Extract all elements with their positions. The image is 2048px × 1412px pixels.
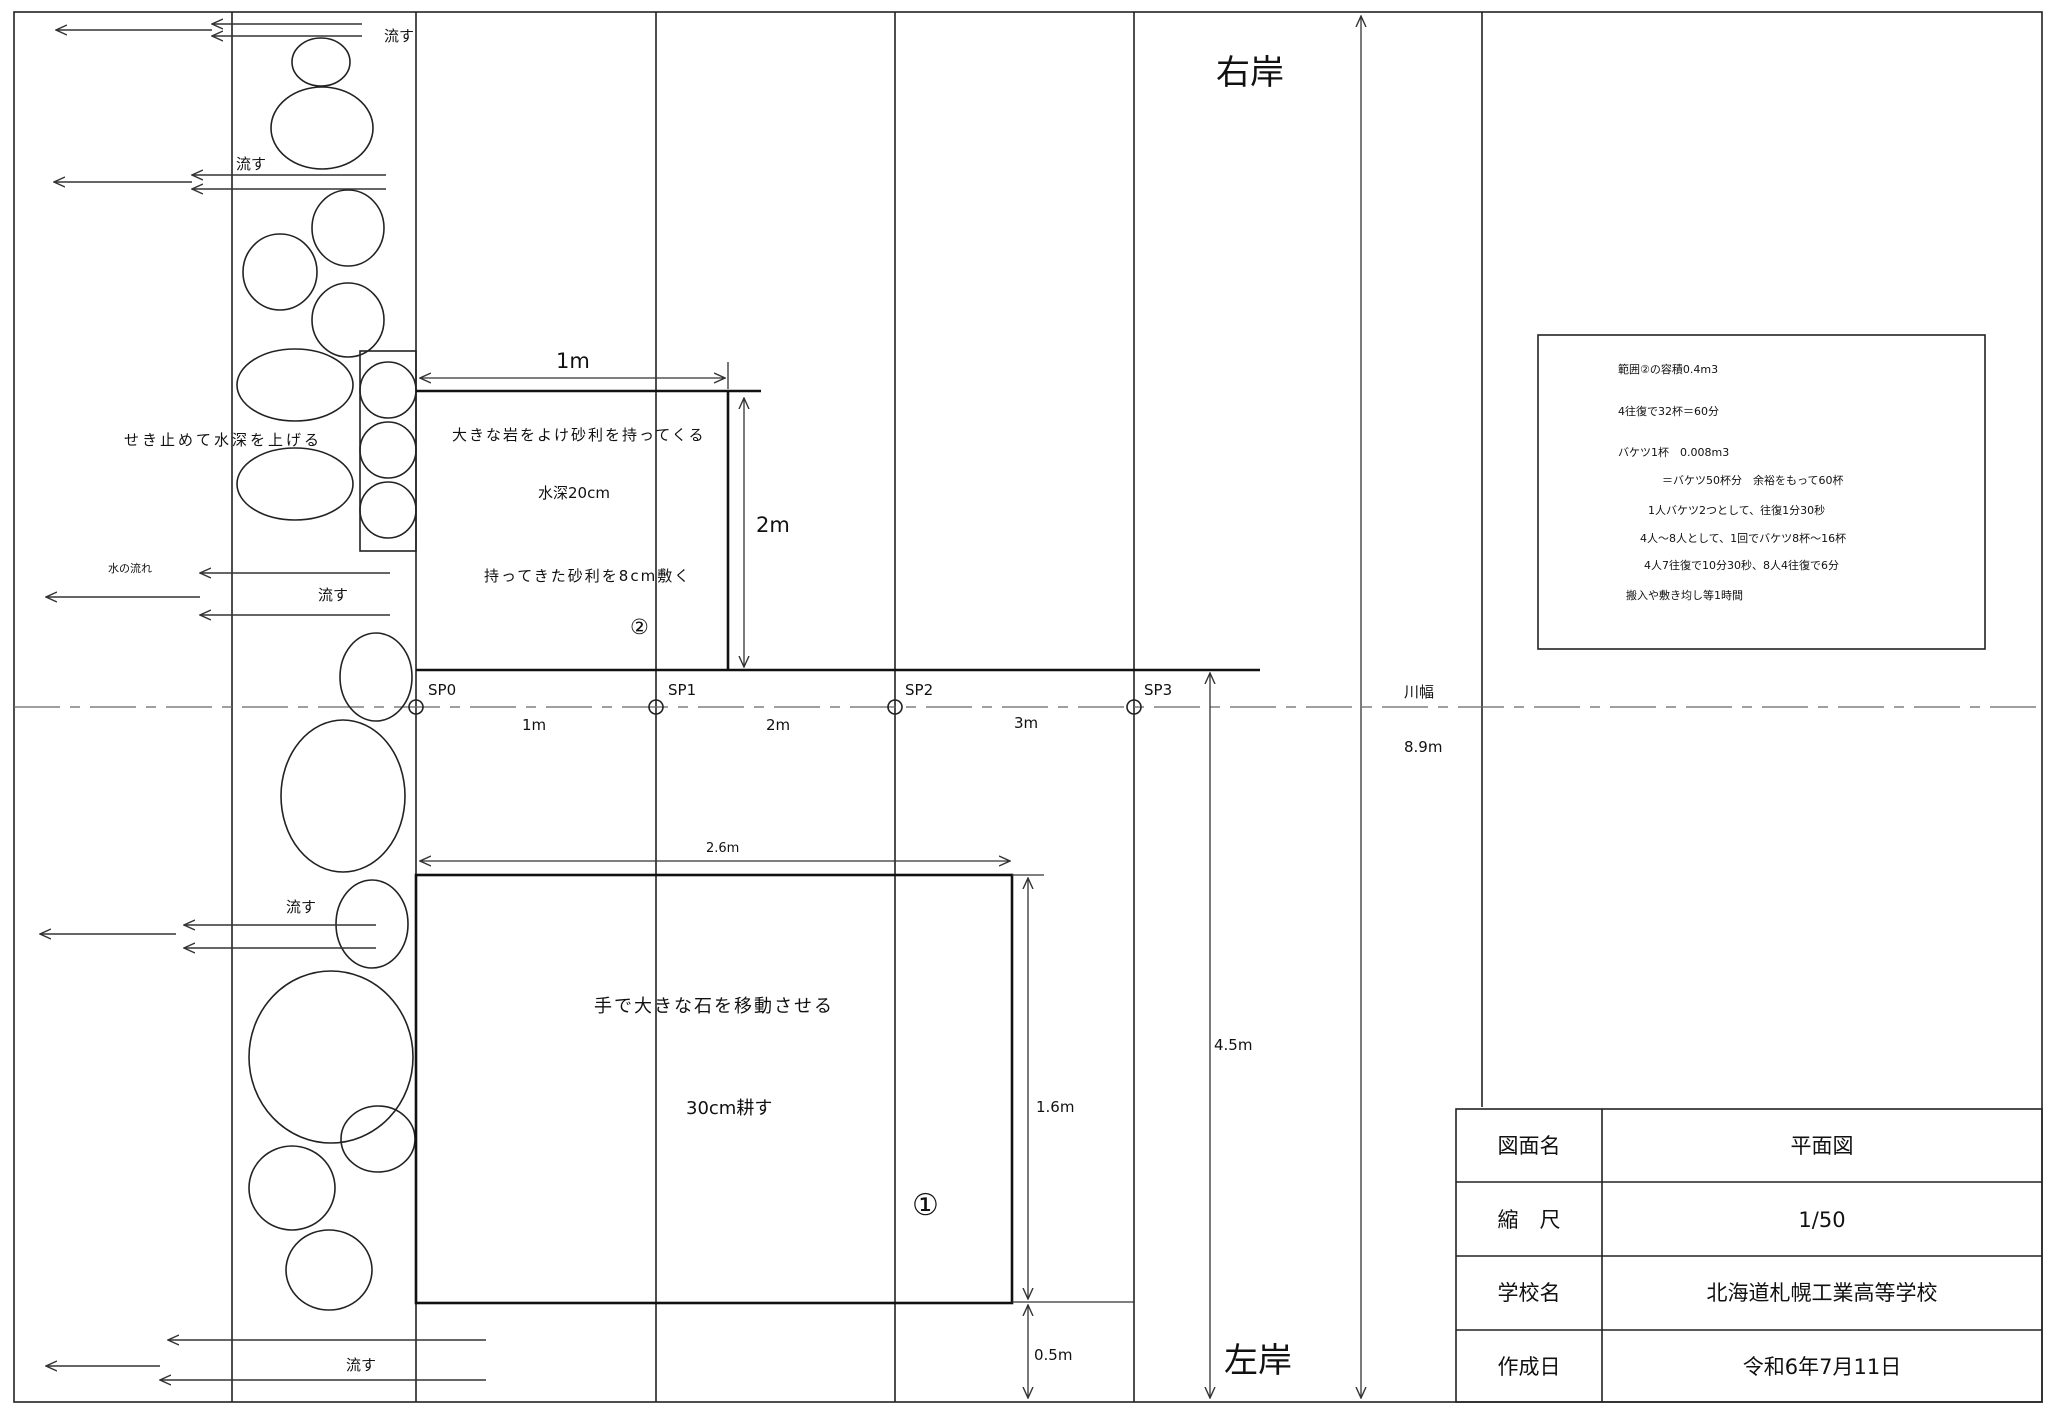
area1-note: 手で大きな石を移動させる	[594, 996, 834, 1017]
title-block-value: 1/50	[1798, 1208, 1845, 1232]
calc-note: 1人バケツ2つとして、往復1分30秒	[1648, 503, 1825, 517]
calc-note: 搬入や敷き均し等1時間	[1626, 588, 1743, 602]
area2-note: 水深20cm	[538, 484, 610, 502]
flow-label: 流す	[318, 586, 348, 604]
dam-note: せき止めて水深を上げる	[124, 431, 322, 449]
area-1	[414, 861, 1134, 1398]
station-interval: 1m	[522, 716, 546, 734]
area1-width: 2.6m	[706, 841, 739, 856]
station-label: SP2	[905, 681, 933, 699]
title-block-label: 作成日	[1498, 1355, 1561, 1379]
dimension-lines	[1210, 16, 1361, 1398]
area1-marker: ①	[912, 1188, 939, 1223]
calc-note: バケツ1杯 0.008m3	[1618, 445, 1729, 459]
calc-note: 4人7往復で10分30秒、8人4往復で6分	[1644, 558, 1839, 572]
area2-note: 大きな岩をよけ砂利を持ってくる	[452, 426, 706, 444]
stones	[236, 37, 417, 1311]
flow-label: 流す	[286, 898, 316, 916]
left-bank-label: 左岸	[1224, 1341, 1292, 1381]
flow-label: 流す	[346, 1356, 376, 1374]
calc-note: ＝バケツ50杯分 余裕をもって60杯	[1662, 473, 1843, 487]
title-block-label: 学校名	[1498, 1281, 1561, 1305]
area2-marker: ②	[630, 615, 649, 639]
title-block-label: 図面名	[1498, 1134, 1561, 1158]
title-block	[1455, 1108, 2043, 1403]
station-interval: 2m	[766, 716, 790, 734]
station-label: SP1	[668, 681, 696, 699]
area1-offset: 0.5m	[1034, 1346, 1072, 1364]
calc-box	[1537, 334, 1986, 650]
title-block-label: 縮 尺	[1498, 1208, 1561, 1232]
water-flow-label: 水の流れ	[108, 561, 152, 575]
right-bank-label: 右岸	[1216, 53, 1284, 93]
area2-height: 2m	[756, 513, 790, 537]
calc-note: 4往復で32杯＝60分	[1618, 404, 1719, 418]
calc-note: 範囲②の容積0.4m3	[1618, 362, 1718, 376]
flow-arrows	[40, 24, 486, 1380]
area1-height: 1.6m	[1036, 1098, 1074, 1116]
title-block-value: 平面図	[1791, 1134, 1854, 1158]
station-label: SP3	[1144, 681, 1172, 699]
flow-label: 流す	[236, 155, 266, 173]
river-width: 8.9m	[1404, 738, 1442, 756]
river-width-label: 川幅	[1404, 683, 1434, 701]
station-label: SP0	[428, 681, 456, 699]
title-block-value: 北海道札幌工業高等学校	[1707, 1281, 1938, 1305]
station-interval: 3m	[1014, 714, 1038, 732]
area1-note: 30cm耕す	[686, 1098, 772, 1119]
flow-label: 流す	[384, 27, 414, 45]
area2-note: 持ってきた砂利を8cm敷く	[484, 567, 691, 585]
area2-width: 1m	[556, 349, 590, 373]
title-block-value: 令和6年7月11日	[1743, 1355, 1901, 1379]
station-markers	[408, 699, 1142, 715]
calc-note: 4人～8人として、1回でバケツ8杯～16杯	[1640, 531, 1846, 545]
area-2	[416, 362, 1260, 672]
channel-depth: 4.5m	[1214, 1036, 1252, 1054]
